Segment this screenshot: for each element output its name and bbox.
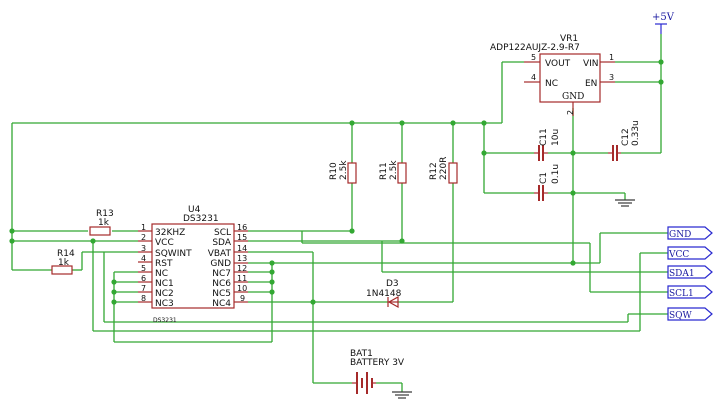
ic-pin8-num: 8 <box>141 294 146 303</box>
regulator-pin-gnd: GND <box>562 92 584 102</box>
port-sqw: SQW <box>667 307 713 321</box>
regulator-pin3-num: 3 <box>609 73 614 82</box>
ic-pin5-name: NC <box>155 269 168 279</box>
junctions <box>9 59 664 305</box>
ic-pin6-name: NC1 <box>155 279 174 289</box>
resistor-r14-ref: R14 <box>57 249 75 259</box>
regulator-pin2-num: 2 <box>566 110 575 115</box>
ic-pin6-num: 6 <box>141 274 146 283</box>
regulator-pin5-num: 5 <box>531 53 536 62</box>
port-scl1-label: SCL1 <box>669 289 694 299</box>
ic-u4: U4 DS3231 DS3231 32KHZ VCC SQWINT RST NC… <box>138 205 248 324</box>
ic-pin1-num: 1 <box>141 223 146 232</box>
ic-pin2-num: 2 <box>141 233 146 242</box>
ic-pin7-num: 7 <box>141 284 146 293</box>
ic-pin9-num: 9 <box>240 294 245 303</box>
capacitor-c12-ref: C12 <box>621 128 631 146</box>
capacitor-c12-value: 0.33u <box>631 120 641 146</box>
resistor-r10-ref: R10 <box>329 162 339 180</box>
ground-symbol-battery <box>392 391 412 399</box>
resistor-r13-value: 1k <box>98 218 110 228</box>
diode-d3: D3 1N4148 <box>366 279 402 309</box>
ic-pin4-num: 4 <box>141 254 146 263</box>
resistor-r14-value: 1k <box>58 258 70 268</box>
ic-pin3-num: 3 <box>141 244 146 253</box>
capacitor-c1-value: 0.1u <box>551 164 561 184</box>
ground-symbol-caps <box>615 199 635 207</box>
regulator-pin-nc: NC <box>545 79 558 89</box>
ic-pin7-name: NC2 <box>155 289 174 299</box>
resistor-r14: R14 1k <box>51 249 75 275</box>
port-vcc: VCC <box>667 246 713 260</box>
ic-pin16-num: 16 <box>237 223 247 232</box>
resistor-r12-ref: R12 <box>429 162 439 180</box>
ic-pin16-name: SCL <box>214 228 231 238</box>
ic-pin15-name: SDA <box>212 238 231 248</box>
battery-bat1: BAT1 BATTERY 3V <box>350 349 405 394</box>
resistor-r13-ref: R13 <box>96 209 114 219</box>
regulator-pin-vout: VOUT <box>545 59 571 69</box>
ic-pin2-name: VCC <box>155 238 174 248</box>
regulator-pin-en: EN <box>585 79 597 89</box>
ic-pin12-name: NC7 <box>212 269 231 279</box>
port-sda1: SDA1 <box>667 265 713 279</box>
resistor-r10: R10 2.5k <box>329 160 357 184</box>
capacitor-c1: C1 0.1u <box>534 164 561 201</box>
resistor-r11-ref: R11 <box>379 162 389 180</box>
battery-value: BATTERY 3V <box>350 358 405 368</box>
ic-pin15-num: 15 <box>237 233 247 242</box>
port-scl1: SCL1 <box>667 285 713 299</box>
ic-pin10-name: NC5 <box>212 289 231 299</box>
ic-value: DS3231 <box>183 214 219 224</box>
resistor-r12-value: 220R <box>439 157 449 180</box>
ic-pin13-num: 13 <box>237 254 247 263</box>
regulator-pin1-num: 1 <box>609 53 614 62</box>
supply-5v: +5V <box>652 12 675 34</box>
capacitor-c11: C11 10u <box>534 128 561 161</box>
regulator-value: ADP122AUJZ-2.9-R7 <box>490 43 580 53</box>
ic-pin11-name: NC6 <box>212 279 231 289</box>
regulator-vr1: VR1 ADP122AUJZ-2.9-R7 VOUT VIN NC EN GND… <box>490 34 615 116</box>
port-gnd: GND <box>667 226 713 240</box>
ic-pin1-name: 32KHZ <box>155 228 185 238</box>
ic-pin12-num: 12 <box>237 264 247 273</box>
regulator-pin4-num: 4 <box>531 73 536 82</box>
resistor-r11: R11 2.5k <box>379 160 407 184</box>
ic-pin14-num: 14 <box>237 244 247 253</box>
capacitor-c1-ref: C1 <box>539 172 549 184</box>
ic-pin14-name: VBAT <box>208 249 232 259</box>
port-sda1-label: SDA1 <box>669 269 695 279</box>
resistor-r10-value: 2.5k <box>339 160 349 180</box>
ic-ref: U4 <box>188 205 201 215</box>
diode-value: 1N4148 <box>366 289 402 299</box>
ic-pin5-num: 5 <box>141 264 146 273</box>
port-gnd-label: GND <box>669 230 691 240</box>
ic-pin9-name: NC4 <box>212 299 231 309</box>
port-vcc-label: VCC <box>668 250 689 260</box>
ic-pin10-num: 10 <box>237 284 247 293</box>
port-sqw-label: SQW <box>669 311 693 321</box>
resistor-r13: R13 1k <box>89 209 114 236</box>
ic-pin4-name: RST <box>155 259 173 269</box>
ic-pin13-name: GND <box>210 259 231 269</box>
wires <box>11 34 668 392</box>
capacitor-c11-ref: C11 <box>539 128 549 146</box>
resistor-r12: R12 220R <box>429 157 458 184</box>
supply-label: +5V <box>652 12 675 23</box>
battery-ref: BAT1 <box>350 349 373 359</box>
ic-footer: DS3231 <box>153 317 177 324</box>
ic-pin8-name: NC3 <box>155 299 174 309</box>
resistor-r11-value: 2.5k <box>389 160 399 180</box>
regulator-ref: VR1 <box>560 34 578 44</box>
capacitor-c11-value: 10u <box>551 129 561 146</box>
ic-pin3-name: SQWINT <box>155 249 192 259</box>
regulator-pin-vin: VIN <box>583 59 599 69</box>
ic-pin11-num: 11 <box>237 274 247 283</box>
capacitor-c12: C12 0.33u <box>608 120 641 161</box>
diode-ref: D3 <box>386 279 399 289</box>
